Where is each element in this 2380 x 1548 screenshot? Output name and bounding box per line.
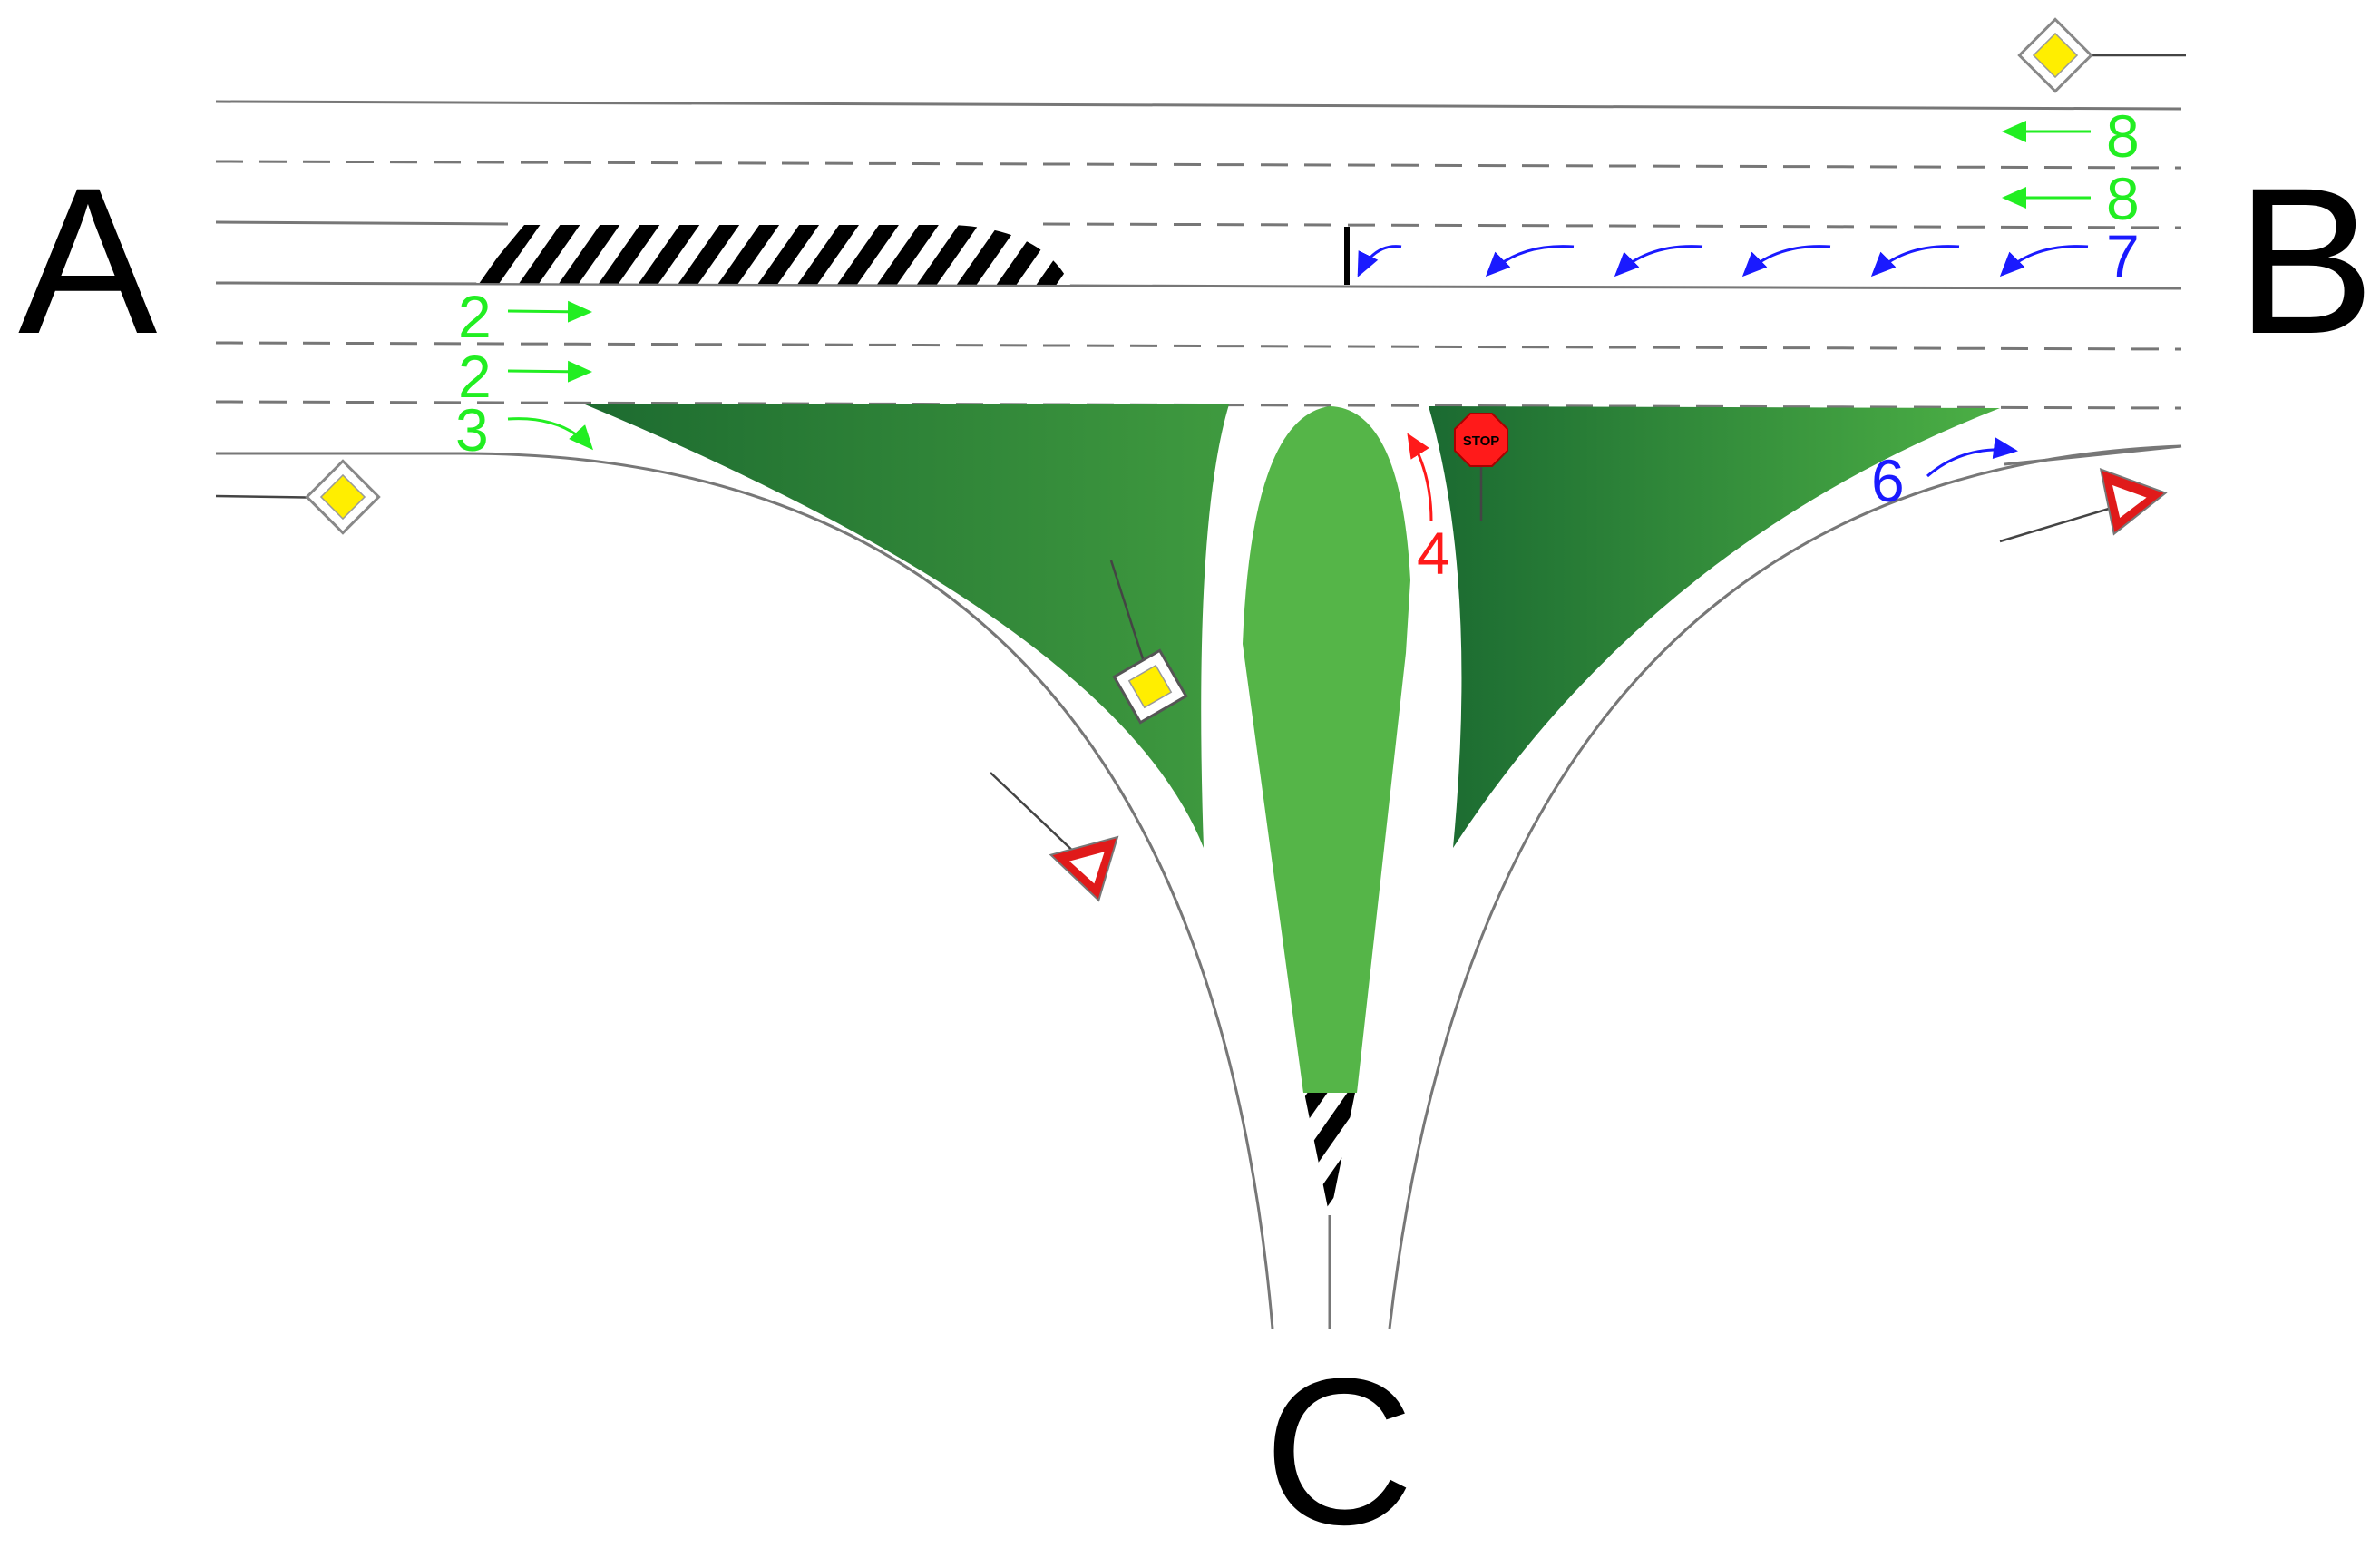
- approach-label-c: C: [1263, 1335, 1414, 1548]
- arrow-c-left-turn: [1407, 433, 1433, 522]
- yield-sign: [1049, 835, 1119, 902]
- arrow-b-left-turn: [1357, 245, 1402, 277]
- median-line: [215, 281, 1348, 288]
- hatched-area-splitter: [1303, 1088, 1356, 1217]
- approach-label-a: A: [18, 144, 157, 377]
- lane-number-a-through-2: 2: [458, 343, 492, 410]
- yield-sign: [2099, 468, 2168, 536]
- lane-arrows-blue: [1357, 245, 2089, 478]
- arrow-b-left-turn: [1741, 245, 1831, 277]
- lane-arrows-green: [507, 121, 2091, 451]
- lane-divider-dashed: [215, 341, 2182, 351]
- lane-number-a-through-1: 2: [458, 283, 492, 350]
- lane-number-a-right-turn: 3: [455, 396, 489, 463]
- arrow-b-left-turn: [1485, 245, 1575, 277]
- lane-number-b-through-1: 8: [2106, 102, 2140, 170]
- island-right: [1429, 406, 2000, 848]
- arrow-a-right-turn: [507, 417, 593, 451]
- lane-number-c-left-turn: 4: [1417, 520, 1450, 587]
- approach-label-b: B: [2236, 144, 2375, 377]
- priority-road-sign: [1112, 648, 1188, 725]
- main-road: [215, 100, 2182, 466]
- curve-outer-right: [1388, 444, 2182, 1329]
- side-road-c: [462, 444, 2182, 1329]
- arrow-b-left-turn: [1614, 245, 1703, 277]
- median-line: [1346, 285, 2182, 290]
- priority-road-sign: [305, 459, 381, 535]
- lane-arrows-red: [1407, 433, 1433, 522]
- lane-divider-dashed: [1042, 222, 2182, 229]
- lane-number-b-left-turn: 7: [2106, 222, 2140, 289]
- island-left: [585, 404, 1229, 848]
- lane-number-c-right-turn: 6: [1871, 447, 1905, 514]
- lane-divider-dashed: [215, 160, 2182, 170]
- stop-sign: STOP: [1454, 413, 1508, 467]
- lane-number-b-through-2: 8: [2106, 165, 2140, 232]
- arrow-c-right-turn: [1926, 437, 2018, 478]
- priority-road-sign: [2017, 17, 2093, 93]
- arrow-b-left-turn: [1999, 245, 2089, 277]
- lane-line: [215, 220, 509, 226]
- hatched-area-left: [476, 225, 1070, 285]
- curve-outer-left: [462, 452, 1274, 1329]
- arrow-b-left-turn: [1870, 245, 1960, 277]
- road-edge-top: [215, 100, 2182, 111]
- island-splitter: [1243, 406, 1410, 1093]
- arrow-a-through-2: [507, 360, 592, 383]
- stop-sign-text: STOP: [1463, 433, 1500, 449]
- arrow-a-through-1: [507, 300, 592, 323]
